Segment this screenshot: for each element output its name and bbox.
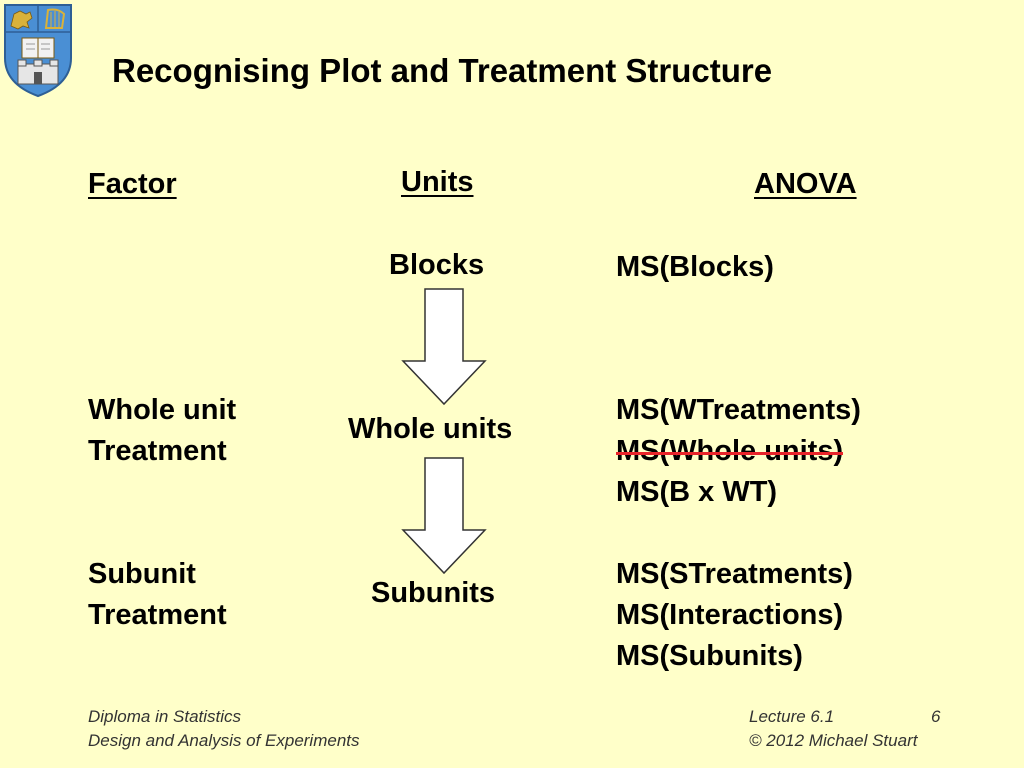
anova-ms-subunits: MS(Subunits) bbox=[616, 640, 803, 672]
down-arrow-icon bbox=[401, 288, 487, 406]
whole-unit-treatment-label: Whole unit Treatment bbox=[88, 390, 236, 472]
footer-lecture-number: Lecture 6.1 bbox=[749, 707, 835, 726]
anova-ms-whole-units-struck: MS(Whole units) bbox=[616, 431, 844, 472]
down-arrow-icon bbox=[401, 457, 487, 575]
footer-lecture-info: Lecture 6.1 6 © 2012 Michael Stuart bbox=[749, 705, 949, 753]
factor-column-header: Factor bbox=[88, 168, 177, 200]
red-strikethrough-line bbox=[616, 452, 844, 455]
units-whole-units: Whole units bbox=[348, 413, 513, 445]
subunit-line2: Treatment bbox=[88, 599, 227, 631]
whole-unit-line2: Treatment bbox=[88, 435, 227, 467]
footer-course-info: Diploma in Statistics Design and Analysi… bbox=[88, 705, 360, 753]
anova-ms-interactions: MS(Interactions) bbox=[616, 599, 844, 631]
units-subunits: Subunits bbox=[371, 577, 496, 609]
anova-column-header: ANOVA bbox=[754, 168, 857, 200]
anova-subunit-group: MS(STreatments) MS(Interactions) MS(Subu… bbox=[616, 554, 853, 677]
anova-ms-whole-units: MS(Whole units) bbox=[616, 435, 844, 467]
footer-copyright: © 2012 Michael Stuart bbox=[749, 731, 918, 750]
anova-whole-unit-group: MS(WTreatments) MS(Whole units) MS(B x W… bbox=[616, 390, 861, 513]
footer-course-name: Diploma in Statistics bbox=[88, 707, 242, 726]
anova-ms-wtreatments: MS(WTreatments) bbox=[616, 394, 861, 426]
whole-unit-line1: Whole unit bbox=[88, 394, 237, 426]
subunit-treatment-label: Subunit Treatment bbox=[88, 554, 227, 636]
footer-module-name: Design and Analysis of Experiments bbox=[88, 731, 360, 750]
slide-title: Recognising Plot and Treatment Structure bbox=[112, 52, 773, 89]
anova-ms-streatments: MS(STreatments) bbox=[616, 558, 853, 590]
units-column-header: Units bbox=[401, 166, 474, 198]
university-crest-logo bbox=[4, 4, 72, 98]
footer-page-number: 6 bbox=[931, 707, 941, 726]
anova-ms-b-x-wt: MS(B x WT) bbox=[616, 476, 778, 508]
subunit-line1: Subunit bbox=[88, 558, 196, 590]
units-blocks: Blocks bbox=[389, 249, 485, 281]
anova-ms-blocks: MS(Blocks) bbox=[616, 251, 774, 283]
